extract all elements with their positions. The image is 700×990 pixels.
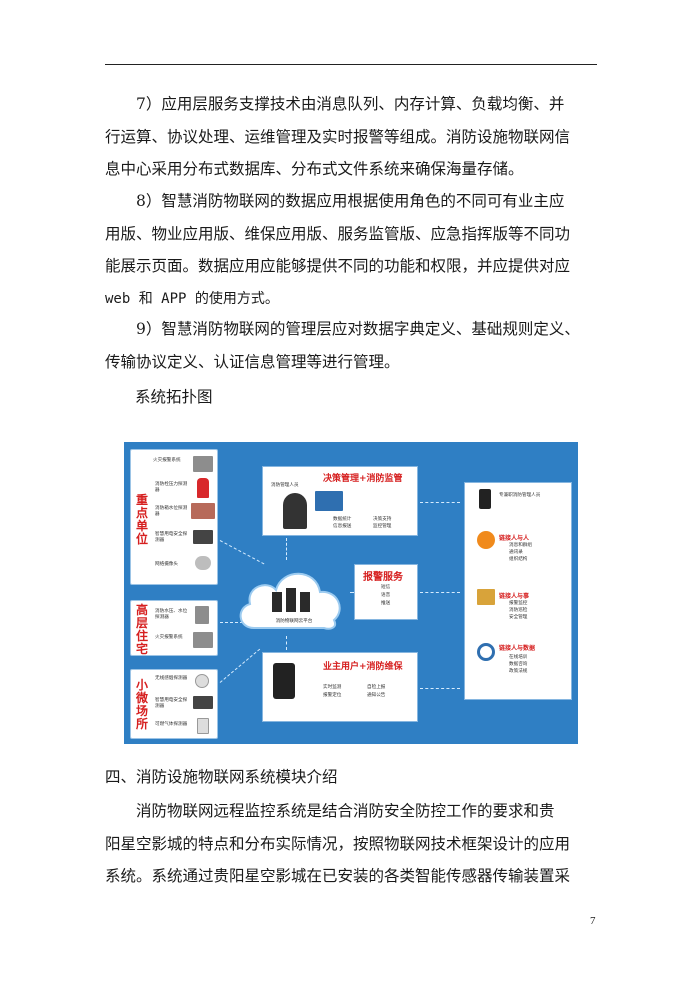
group-label: 高层住宅 bbox=[135, 603, 148, 656]
device-label: 无线感烟探测器 bbox=[155, 676, 188, 681]
feature-label: 报警定位 bbox=[323, 693, 342, 698]
feature-label: 消防巡检 bbox=[509, 608, 528, 613]
alarm-panel-icon bbox=[193, 456, 213, 472]
staff-panel: 专兼职消防管理人员 链接人与人 消息和群组 通讯录 组织结构 链接人与事 报警监… bbox=[464, 482, 572, 700]
paragraph-line: 能展示页面。数据应用应能够提供不同的功能和权限，并应提供对应 bbox=[105, 257, 571, 275]
feature-label: 短信 bbox=[381, 585, 391, 590]
paragraph-line: 用版、物业应用版、维保应用版、服务监管版、应急指挥版等不同功 bbox=[105, 224, 571, 243]
panel-header: 专兼职消防管理人员 bbox=[499, 493, 541, 498]
arrow bbox=[220, 622, 248, 623]
feature-label: 信息报送 bbox=[333, 524, 352, 529]
arrow bbox=[286, 636, 287, 650]
feature-label: 数据统计 bbox=[333, 517, 352, 522]
header-rule bbox=[105, 64, 597, 65]
arrow bbox=[219, 540, 265, 565]
system-topology-diagram: 重点单位 火灾报警系统 消防栓压力探测器 消防箱水位探测器 智慧用电安全探测器 … bbox=[124, 442, 578, 744]
paragraph-line: 9）智慧消防物联网的管理层应对数据字典定义、基础规则定义、 bbox=[136, 320, 580, 338]
device-label: 可燃气体探测器 bbox=[155, 722, 188, 727]
pressure-gauge-icon bbox=[195, 606, 209, 624]
group-label: 小微场所 bbox=[135, 678, 148, 731]
feature-label: 数据咨询 bbox=[509, 662, 528, 667]
section-title: 链接人与事 bbox=[499, 593, 530, 600]
device-label: 消防箱水位探测器 bbox=[155, 506, 188, 517]
feature-label: 语音 bbox=[381, 593, 391, 598]
paragraph-line: web 和 APP 的使用方式。 bbox=[105, 290, 279, 307]
paragraph-line: 消防物联网远程监控系统是结合消防安全防控工作的要求和贵 bbox=[136, 802, 555, 820]
panel-title: 报警服务 bbox=[363, 572, 403, 583]
feature-label: 消息和群组 bbox=[509, 543, 532, 548]
decision-management-panel: 决策管理+消防监管 消防管理人员 数据统计 信息报送 决策支持 监控管理 bbox=[262, 466, 418, 536]
laptop-icon bbox=[315, 491, 343, 511]
cloud-label: 消防物联网云平台 bbox=[275, 619, 313, 624]
arrow bbox=[286, 538, 287, 560]
power-detector-icon bbox=[193, 696, 213, 709]
device-label: 消防水压、水位探测器 bbox=[155, 609, 188, 620]
gas-detector-icon bbox=[197, 718, 209, 734]
page-number: 7 bbox=[590, 915, 596, 927]
owner-maintenance-panel: 业主用户+消防维保 实时监测 报警定位 自检上报 通知公告 bbox=[262, 652, 418, 722]
smoke-detector-icon bbox=[195, 674, 209, 688]
device-label: 网络摄像头 bbox=[155, 562, 178, 567]
paragraph-line: 行运算、协议处理、运维管理及实时报警等组成。消防设施物联网信 bbox=[105, 127, 571, 146]
manager-person-icon bbox=[283, 493, 307, 529]
feature-label: 安全管理 bbox=[509, 615, 528, 620]
cloud-icon bbox=[239, 572, 341, 630]
group-small-venues: 小微场所 无线感烟探测器 智慧用电安全探测器 可燃气体探测器 bbox=[130, 669, 218, 739]
phone-icon bbox=[273, 663, 295, 699]
phone-icon bbox=[479, 489, 491, 509]
section-title: 链接人与数据 bbox=[499, 645, 536, 652]
group-label: 重点单位 bbox=[135, 493, 148, 546]
alarm-panel-icon bbox=[193, 632, 213, 648]
arrow bbox=[420, 592, 460, 593]
arrow bbox=[420, 688, 460, 689]
paragraph-line: 阳星空影城的特点和分布实际情况，按照物联网技术框架设计的应用 bbox=[105, 834, 571, 853]
feature-label: 通讯录 bbox=[509, 550, 523, 555]
water-tank-icon bbox=[191, 503, 215, 519]
group-high-rise: 高层住宅 消防水压、水位探测器 火灾报警系统 bbox=[130, 600, 218, 656]
paragraph-line: 8）智慧消防物联网的数据应用根据使用角色的不同可有业主应 bbox=[136, 192, 565, 210]
paragraph-line: 息中心采用分布式数据库、分布式文件系统来确保海量存储。 bbox=[105, 160, 524, 178]
feature-label: 自检上报 bbox=[367, 685, 386, 690]
alarm-service-panel: 报警服务 短信 语音 推送 bbox=[354, 564, 418, 620]
device-label: 火灾报警系统 bbox=[155, 635, 183, 640]
closing-paragraph: 消防物联网远程监控系统是结合消防安全防控工作的要求和贵 阳星空影城的特点和分布实… bbox=[105, 795, 597, 893]
paragraph-9: 9）智慧消防物联网的管理层应对数据字典定义、基础规则定义、 传输协议定义、认证信… bbox=[105, 313, 597, 378]
paragraph-line: 7）应用层服务支撑技术由消息队列、内存计算、负载均衡、并 bbox=[136, 95, 565, 113]
feature-label: 决策支持 bbox=[373, 517, 392, 522]
people-link-icon bbox=[477, 531, 495, 549]
feature-label: 政策法规 bbox=[509, 669, 528, 674]
paragraph-line: 系统。系统通过贵阳星空影城在已安装的各类智能传感器传输装置采 bbox=[105, 867, 571, 885]
arrow bbox=[350, 592, 354, 593]
figure-caption: 系统拓扑图 bbox=[135, 388, 213, 406]
person-label: 消防管理人员 bbox=[271, 483, 299, 488]
device-label: 智慧用电安全探测器 bbox=[155, 698, 188, 709]
device-label: 火灾报警系统 bbox=[153, 458, 181, 463]
feature-label: 在线培训 bbox=[509, 655, 528, 660]
camera-icon bbox=[195, 556, 211, 570]
panel-title: 决策管理+消防监管 bbox=[323, 474, 403, 484]
feature-label: 报警监控 bbox=[509, 601, 528, 606]
hydrant-icon bbox=[197, 478, 209, 498]
feature-label: 推送 bbox=[381, 601, 391, 606]
paragraph-8: 8）智慧消防物联网的数据应用根据使用角色的不同可有业主应 用版、物业应用版、维保… bbox=[105, 185, 597, 315]
arrow bbox=[420, 502, 460, 503]
chart-board-icon bbox=[477, 589, 495, 605]
device-label: 智慧用电安全探测器 bbox=[155, 532, 188, 543]
section-title: 链接人与人 bbox=[499, 535, 530, 542]
section-heading: 四、消防设施物联网系统模块介绍 bbox=[105, 768, 338, 786]
feature-label: 监控管理 bbox=[373, 524, 392, 529]
data-link-icon bbox=[477, 643, 495, 661]
paragraph-line: 传输协议定义、认证信息管理等进行管理。 bbox=[105, 352, 400, 371]
feature-label: 实时监测 bbox=[323, 685, 342, 690]
arrow bbox=[219, 648, 261, 683]
feature-label: 组织结构 bbox=[509, 557, 528, 562]
panel-title: 业主用户+消防维保 bbox=[323, 662, 403, 672]
device-label: 消防栓压力探测器 bbox=[155, 482, 188, 493]
power-detector-icon bbox=[193, 530, 213, 544]
paragraph-7: 7）应用层服务支撑技术由消息队列、内存计算、负载均衡、并 行运算、协议处理、运维… bbox=[105, 88, 597, 186]
feature-label: 通知公告 bbox=[367, 693, 386, 698]
group-key-units: 重点单位 火灾报警系统 消防栓压力探测器 消防箱水位探测器 智慧用电安全探测器 … bbox=[130, 449, 218, 585]
